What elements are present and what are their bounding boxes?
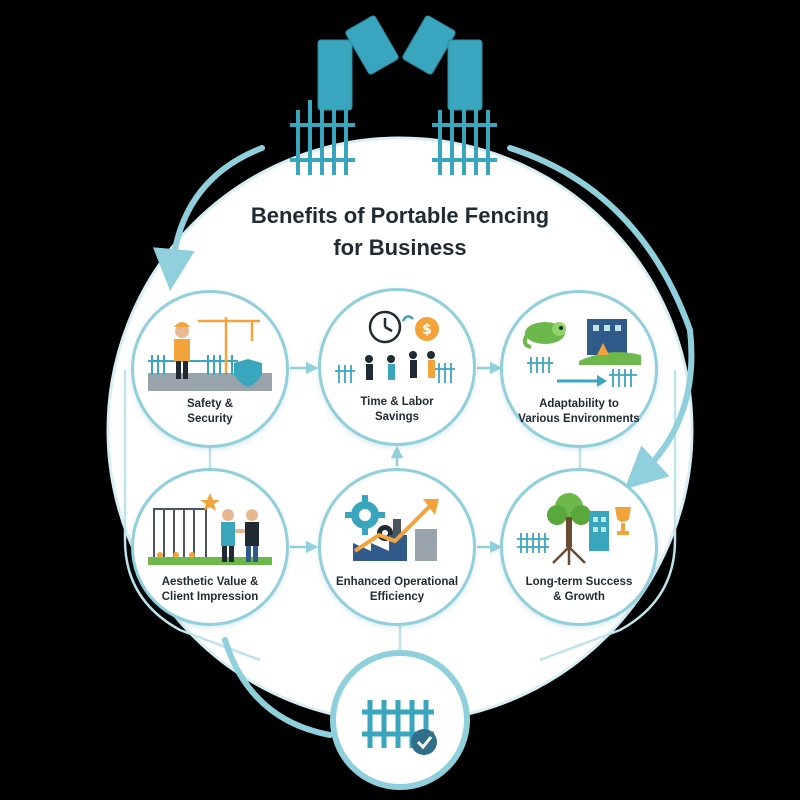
arrow-bottom-left xyxy=(222,637,333,738)
fence-check-icon xyxy=(362,700,437,755)
benefit-label: Aesthetic Value & Client Impression xyxy=(161,576,259,603)
benefit-operational-efficiency: Enhanced Operational Efficiency xyxy=(318,468,476,626)
fence-arch-icon xyxy=(290,15,497,175)
benefit-label: Safety & Security xyxy=(186,398,234,425)
benefit-adaptability: Adaptability to Various Environments xyxy=(500,290,658,448)
benefit-label: Enhanced Operational Efficiency xyxy=(335,576,459,603)
svg-text:$: $ xyxy=(422,322,432,338)
connector-lines xyxy=(123,370,677,662)
tree-trophy-icon xyxy=(517,493,631,565)
benefit-label: Long-term Success & Growth xyxy=(525,576,633,603)
outer-arrows xyxy=(152,145,695,738)
arrow-top-right xyxy=(507,145,695,490)
diagram-title: Benefits of Portable Fencing for Busines… xyxy=(200,200,600,264)
gear-factory-growth-icon xyxy=(345,495,439,561)
flow-arrows xyxy=(290,361,503,554)
worker-crane-shield-icon xyxy=(148,317,272,391)
benefit-time-labor: $ Time & Labor Savings xyxy=(318,288,476,446)
benefit-aesthetic-value: Aesthetic Value & Client Impression xyxy=(131,468,289,626)
gate-handshake-icon xyxy=(148,493,272,565)
benefit-label: Time & Labor Savings xyxy=(360,396,434,423)
title-line-2: for Business xyxy=(333,235,467,260)
benefit-safety-security: Safety & Security xyxy=(131,290,289,448)
clock-dollar-team-icon: $ xyxy=(335,310,455,383)
fence-check-badge xyxy=(330,650,470,790)
title-line-1: Benefits of Portable Fencing xyxy=(250,203,550,228)
benefit-label: Adaptability to Various Environments xyxy=(518,398,640,425)
chameleon-building-icon xyxy=(522,319,641,387)
benefit-long-term-growth: Long-term Success & Growth xyxy=(500,468,658,626)
arrow-top-left xyxy=(152,145,265,291)
